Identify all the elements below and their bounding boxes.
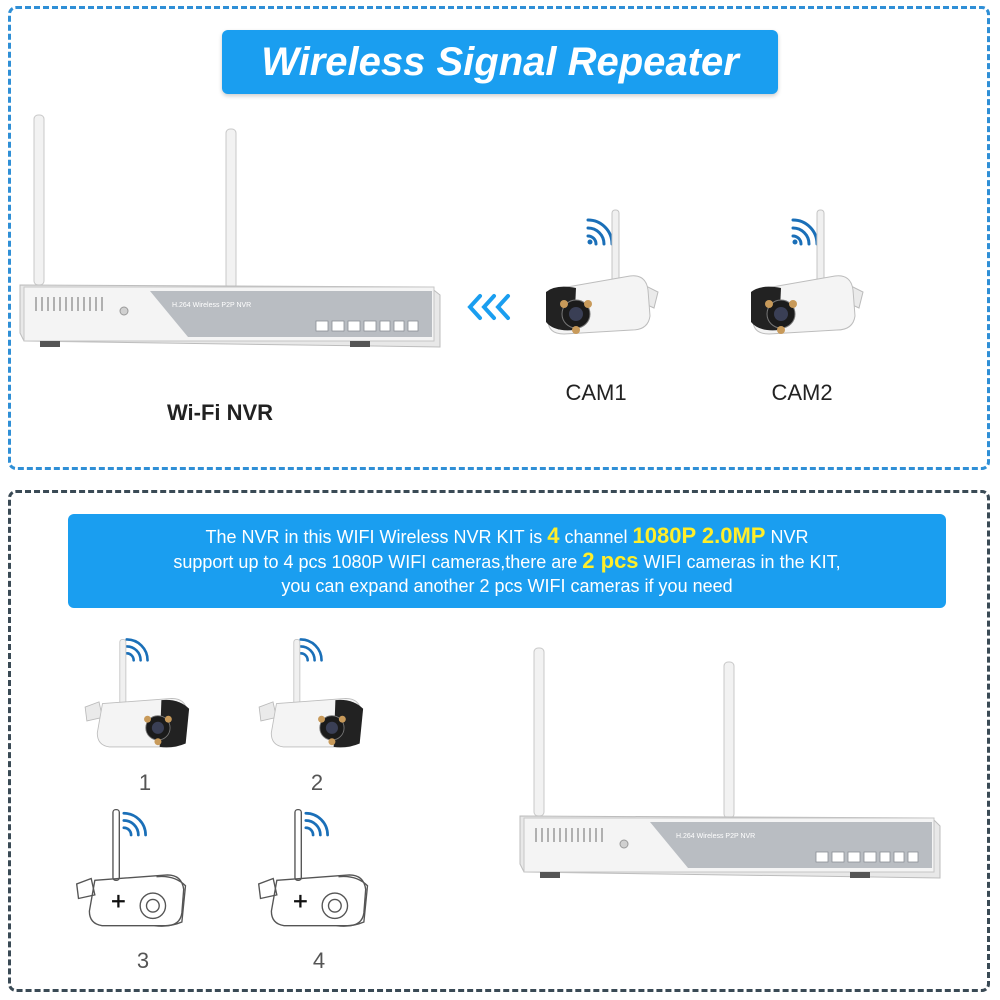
cam1-camera: [546, 209, 659, 335]
wifi-icon: [586, 218, 614, 246]
title-banner: Wireless Signal Repeater: [222, 30, 778, 94]
slot2-camera: [258, 638, 364, 748]
slot1-camera: [84, 638, 190, 748]
nvr-device: H.264 Wireless P2P NVR: [19, 114, 441, 348]
nvr-device-bottom: H.264 Wireless P2P NVR: [519, 647, 941, 879]
info-line-1: The NVR in this WIFI Wireless NVR KIT is…: [205, 523, 809, 548]
wifi-icon: [791, 218, 819, 246]
cam2-camera: [751, 209, 864, 335]
bottom-panel: [8, 490, 990, 992]
info-box: The NVR in this WIFI Wireless NVR KIT is…: [68, 514, 946, 608]
slot4-camera-outline: [257, 808, 369, 927]
top-panel: [8, 6, 990, 470]
info-line-2: support up to 4 pcs 1080P WIFI cameras,t…: [173, 548, 841, 573]
wifi-icon: [125, 638, 149, 662]
slot3-number: 3: [136, 948, 150, 973]
info-line-3: you can expand another 2 pcs WIFI camera…: [281, 576, 733, 596]
cam1-label: CAM1: [565, 380, 627, 405]
wifi-icon: [304, 811, 329, 837]
nvr-label: Wi-Fi NVR: [166, 400, 274, 425]
slot2-number: 2: [310, 770, 324, 795]
nvr-model-text-bottom: H.264 Wireless P2P NVR: [676, 833, 755, 840]
nvr-model-text: H.264 Wireless P2P NVR: [172, 302, 251, 309]
slot3-camera-outline: [75, 808, 187, 927]
wifi-icon: [299, 638, 323, 662]
wifi-icon: [122, 811, 147, 837]
signal-arrows-icon: [467, 294, 510, 320]
cam2-label: CAM2: [771, 380, 833, 405]
slot4-number: 4: [312, 948, 326, 973]
slot1-number: 1: [138, 770, 152, 795]
